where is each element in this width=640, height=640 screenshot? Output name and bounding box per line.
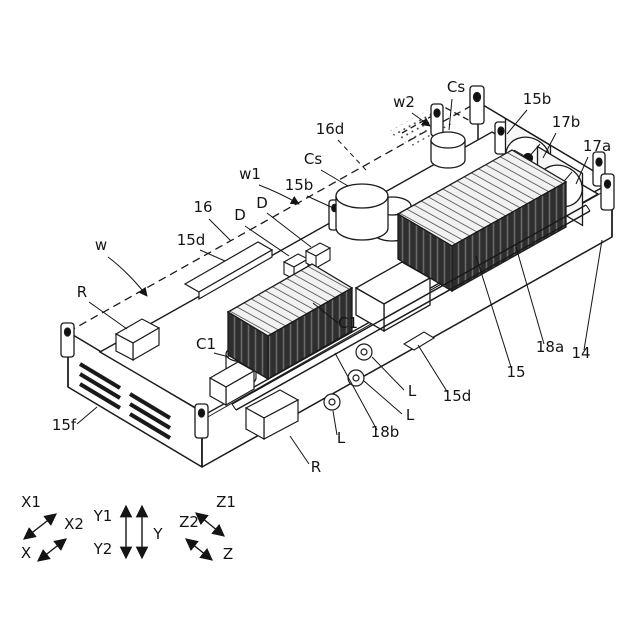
resistor-r-2 — [244, 389, 300, 441]
vent-slots — [78, 362, 172, 440]
leader-c1-1 — [312, 302, 339, 324]
leader-15 — [475, 255, 512, 368]
label-c1-1: C1 — [338, 314, 358, 332]
post-hole — [603, 179, 612, 189]
leader-18b — [334, 352, 378, 431]
label-d-1: D — [234, 206, 246, 224]
label-w1: w1 — [239, 165, 261, 183]
cover-corner-dashed — [401, 107, 477, 134]
label-16d: 16d — [316, 120, 345, 138]
label-18b: 18b — [371, 423, 400, 441]
leader-l-2 — [363, 380, 403, 415]
leader-r-2 — [289, 435, 310, 465]
leader-18a — [515, 246, 545, 345]
label-18a: 18a — [536, 338, 564, 356]
heatsink-left — [226, 263, 354, 381]
clip-15d — [402, 331, 436, 351]
busbar-18 — [231, 204, 591, 411]
label-l-3: L — [337, 429, 346, 447]
label-15d-1: 15d — [177, 231, 206, 249]
post-hole — [595, 157, 603, 167]
leader-16d — [337, 139, 367, 171]
label-16: 16 — [193, 198, 212, 216]
axis-label-z: Z — [223, 545, 233, 563]
chassis-corner-edges — [67, 102, 613, 467]
axis-arrow-z — [185, 538, 213, 561]
leader-15d-1 — [199, 249, 226, 262]
label-c1-2: C1 — [196, 335, 216, 353]
axis-label-y: Y — [152, 525, 163, 543]
capacitor-cs-small — [430, 131, 466, 169]
label-15: 15 — [506, 363, 525, 381]
axis-arrow-x — [37, 538, 67, 562]
axis-label-x2: X2 — [64, 515, 84, 533]
label-w: w — [95, 236, 107, 254]
leader-cs-2 — [320, 169, 349, 187]
axis-label-y2: Y2 — [93, 540, 113, 558]
axis-indicator-y: Y1 Y2 Y — [93, 504, 163, 560]
post-hole — [433, 108, 441, 118]
axis-label-x: X — [21, 544, 31, 562]
axis-label-x1: X1 — [21, 493, 41, 511]
label-15b-1: 15b — [523, 90, 552, 108]
leader-d-1 — [244, 225, 290, 257]
leader-15b-2 — [306, 195, 332, 208]
module-box — [354, 261, 432, 333]
label-15b-2: 15b — [285, 176, 314, 194]
leader-cs-1 — [448, 98, 453, 131]
axis-label-z2: Z2 — [179, 513, 199, 531]
leader-d-2 — [266, 212, 312, 248]
leader-15d-2 — [417, 344, 449, 394]
label-l-2: L — [406, 406, 415, 424]
leader-c1-2 — [213, 352, 230, 358]
label-17a: 17a — [583, 137, 611, 155]
post-hole — [472, 91, 482, 103]
leader-15b-1 — [506, 109, 528, 135]
axis-arrow-z1 — [195, 512, 225, 537]
label-l-1: L — [408, 382, 417, 400]
leader-w2 — [411, 112, 431, 127]
leader-w1 — [258, 184, 300, 205]
post-hole — [197, 408, 206, 418]
post-hole — [497, 126, 505, 136]
leader-15f — [76, 406, 98, 425]
inductor-l-group — [323, 343, 373, 411]
label-15d-2: 15d — [443, 387, 472, 405]
label-w2: w2 — [393, 93, 415, 111]
label-cs-2: Cs — [304, 150, 322, 168]
strip-16 — [183, 241, 274, 301]
leader-17a — [575, 156, 589, 185]
leader-r-1 — [88, 301, 128, 330]
label-d-2: D — [256, 194, 268, 212]
label-r-1: R — [77, 283, 87, 301]
leader-14 — [583, 239, 603, 351]
leader-17b — [542, 132, 557, 159]
leader-l-1 — [371, 356, 405, 391]
axis-label-y1: Y1 — [93, 507, 113, 525]
leader-lines — [76, 98, 603, 465]
leader-w — [107, 256, 148, 297]
post-hole — [63, 327, 72, 337]
label-r-2: R — [311, 458, 321, 476]
post-corner-back — [469, 85, 485, 125]
mount-posts — [60, 85, 615, 439]
label-17b: 17b — [552, 113, 581, 131]
resistor-r-1 — [114, 318, 161, 362]
label-14: 14 — [571, 344, 590, 362]
leader-16 — [208, 218, 232, 242]
axis-arrow-x1 — [23, 513, 57, 540]
diode-d-2 — [304, 242, 332, 269]
leader-l-3 — [332, 410, 338, 436]
label-cs-1: Cs — [447, 78, 465, 96]
axis-indicator-x: X1 X2 X — [21, 493, 84, 562]
reference-labels: Cs w2 15b 17b 17a 16d Cs w1 15b 16 D D 1… — [52, 78, 611, 476]
axis-label-z1: Z1 — [216, 493, 236, 511]
axis-indicator-z: Z1 Z2 Z — [179, 493, 236, 563]
label-15f: 15f — [52, 416, 77, 434]
